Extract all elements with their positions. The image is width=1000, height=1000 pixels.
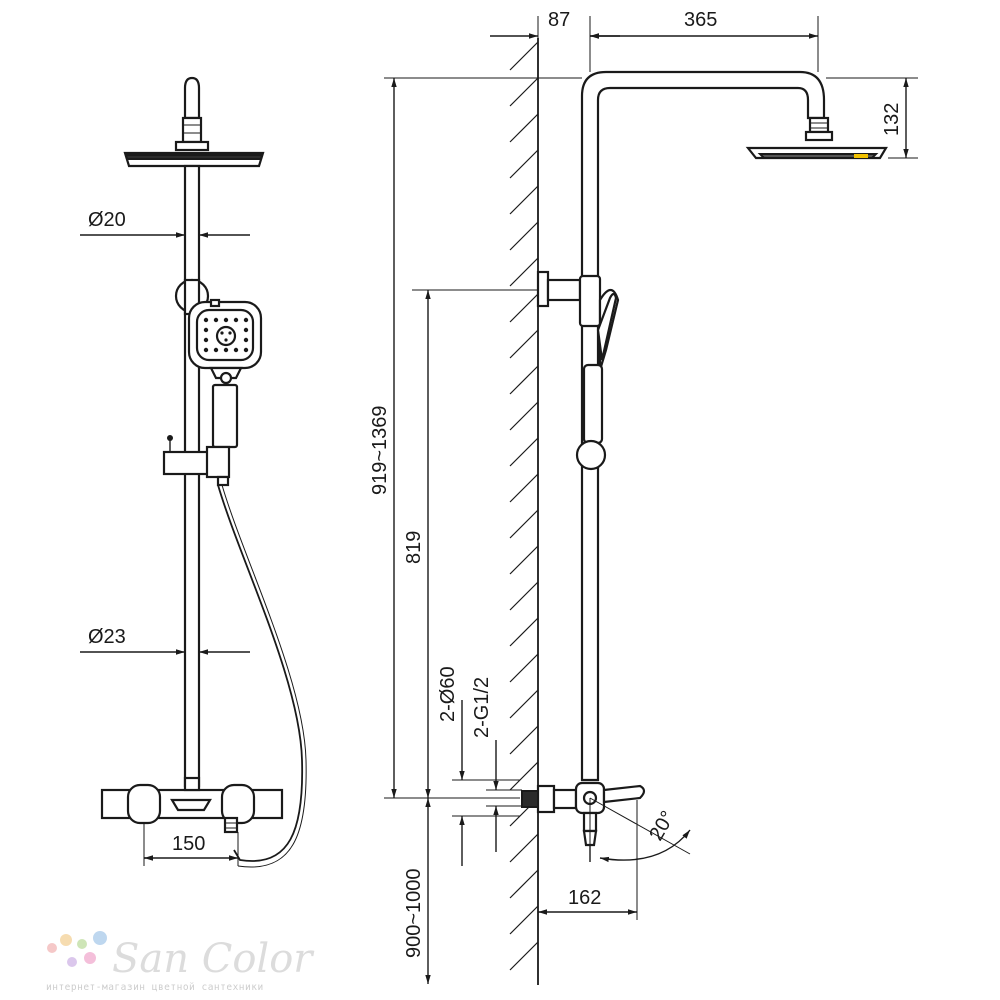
logo-dot [93,931,107,945]
dim-mount-height: 900~1000 [403,798,431,984]
dim-arm-reach-365: 365 [590,9,819,72]
shower-head-front [123,140,265,168]
logo-dot [77,939,87,949]
label-wall-offset-87: 87 [548,9,570,31]
logo-dot [67,957,77,967]
label-diameter-20: Ø20 [88,209,126,231]
riser-pipe-side [580,70,826,782]
label-bracket-height-819: 819 [403,531,425,564]
wall-hatching [509,38,539,985]
thermostatic-mixer-front [100,776,284,834]
logo-dot [60,934,72,946]
dim-total-height: 919~1369 [369,77,582,799]
dim-diameter-23: Ø23 [80,626,250,655]
dim-diameter-20: Ø20 [80,209,250,238]
shower-head-side [745,116,888,160]
label-head-height-132: 132 [881,103,903,136]
label-spout-reach-162: 162 [568,887,601,909]
label-arm-reach-365: 365 [684,9,717,31]
hand-shower-front [187,298,263,449]
mixer-side [521,781,646,862]
logo-dot [47,943,57,953]
wall-bracket-side [536,270,602,328]
logo-dot [84,952,96,964]
dim-spacing-150: 150 [143,823,239,866]
label-spout-angle: 20° [645,807,679,844]
dim-wall-offset-87: 87 [490,9,620,72]
shower-hose [217,484,304,862]
dim-bracket-height-819: 819 [403,289,538,798]
hand-shower-side [575,288,620,471]
side-view: 87 365 132 919~1369 [369,9,918,985]
label-mount-height: 900~1000 [403,868,425,958]
label-flange-diameter: 2-Ø60 [437,666,459,722]
watermark-tagline: интернет-магазин цветной сантехники [46,982,264,993]
label-thread-size: 2-G1/2 [471,677,493,738]
dim-flange-thread: 2-Ø60 2-G1/2 [437,666,522,866]
label-spacing-150: 150 [172,833,205,855]
label-total-height: 919~1369 [369,405,391,495]
dim-head-height-132: 132 [826,77,918,159]
rod-top-cap [181,76,203,144]
front-view: Ø20 [80,76,307,868]
label-diameter-23: Ø23 [88,626,126,648]
slider-holder-front [162,435,231,487]
slide-rail-rod [183,164,201,788]
watermark-logo: San Color интернет-магазин цветной санте… [46,931,315,993]
watermark-brand: San Color [112,936,315,982]
